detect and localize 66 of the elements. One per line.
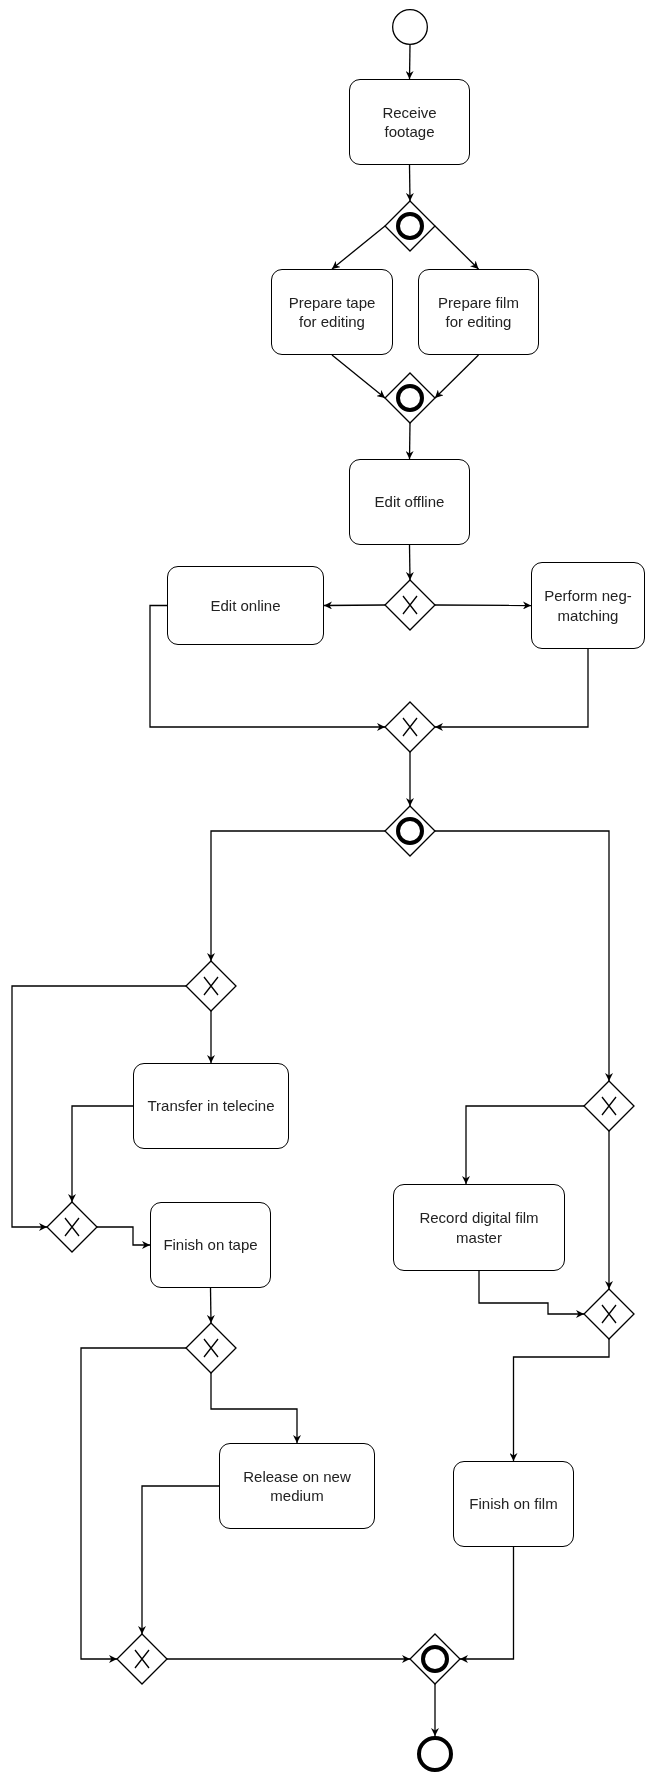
- task-label: Edit offline: [374, 492, 445, 512]
- task-label: Release on new medium: [242, 1466, 352, 1506]
- end-event-circle: [417, 1736, 453, 1772]
- sequence-flow-arrow: [406, 751, 414, 807]
- exclusive-gateway-diamond: [385, 580, 435, 630]
- sequence-flow-arrow: [331, 225, 386, 270]
- exclusive-gateway-diamond: [47, 1202, 97, 1252]
- sequence-flow-arrow: [459, 1546, 515, 1663]
- task-box: [219, 1443, 375, 1529]
- task-label: Edit online: [210, 595, 281, 616]
- inclusive-gateway-diamond: [385, 373, 435, 423]
- sequence-flow-arrow: [206, 1287, 215, 1324]
- exclusive-gateway-diamond: [385, 702, 435, 752]
- sequence-flow-arrow: [431, 1683, 439, 1737]
- task-label: Receive footage: [381, 102, 438, 142]
- sequence-flow-arrow: [509, 1338, 610, 1462]
- task-label: Finish on film: [469, 1494, 558, 1514]
- sequence-flow-arrow: [323, 601, 386, 610]
- sequence-flow-arrow: [405, 44, 414, 80]
- task-box: [453, 1461, 574, 1547]
- exclusive-gateway-diamond: [584, 1081, 634, 1131]
- sequence-flow-arrow: [11, 985, 187, 1231]
- exclusive-gateway-diamond: [186, 1323, 236, 1373]
- task-box: [531, 562, 645, 649]
- exclusive-gateway-diamond: [584, 1289, 634, 1339]
- sequence-flow-arrow: [138, 1485, 220, 1635]
- task-label: Prepare tape for editing: [287, 292, 377, 332]
- task-box: [167, 566, 324, 645]
- task-box: [393, 1184, 565, 1271]
- sequence-flow-arrow: [434, 601, 532, 610]
- task-box: [349, 79, 470, 165]
- sequence-flow-arrow: [434, 648, 589, 731]
- task-label: Finish on tape: [163, 1235, 258, 1255]
- task-box: [271, 269, 393, 355]
- task-label: Perform neg-matching: [544, 586, 632, 625]
- start-event-circle: [392, 9, 428, 45]
- exclusive-gateway-diamond: [186, 961, 236, 1011]
- task-box: [150, 1202, 271, 1288]
- task-box: [349, 459, 470, 545]
- sequence-flow-arrow: [434, 354, 480, 399]
- sequence-flow-arrow: [434, 225, 480, 270]
- sequence-flow-arrow: [405, 422, 414, 460]
- task-label: Prepare film for editing: [437, 292, 520, 332]
- inclusive-gateway-diamond: [385, 806, 435, 856]
- task-box: [418, 269, 539, 355]
- sequence-flow-arrow: [405, 164, 414, 202]
- sequence-flow-arrow: [331, 354, 386, 399]
- sequence-flow-arrow: [68, 1105, 134, 1203]
- sequence-flow-arrow: [434, 830, 613, 1082]
- task-box: [133, 1063, 289, 1149]
- inclusive-gateway-diamond: [410, 1634, 460, 1684]
- sequence-flow-arrow: [207, 1010, 215, 1064]
- exclusive-gateway-diamond: [117, 1634, 167, 1684]
- sequence-flow-arrow: [80, 1347, 187, 1663]
- sequence-flow-arrow: [478, 1270, 585, 1318]
- task-label: Record digital film master: [418, 1208, 540, 1247]
- sequence-flow-arrow: [405, 544, 414, 581]
- sequence-flow-arrow: [462, 1105, 585, 1185]
- sequence-flow-arrow: [605, 1130, 613, 1290]
- sequence-flow-arrow: [207, 830, 386, 962]
- task-label: Transfer in telecine: [147, 1096, 275, 1116]
- inclusive-gateway-diamond: [385, 201, 435, 251]
- sequence-flow-arrow: [166, 1655, 411, 1663]
- sequence-flow-arrow: [149, 604, 386, 731]
- sequence-flow-arrow: [96, 1226, 151, 1249]
- sequence-flow-arrow: [210, 1372, 301, 1444]
